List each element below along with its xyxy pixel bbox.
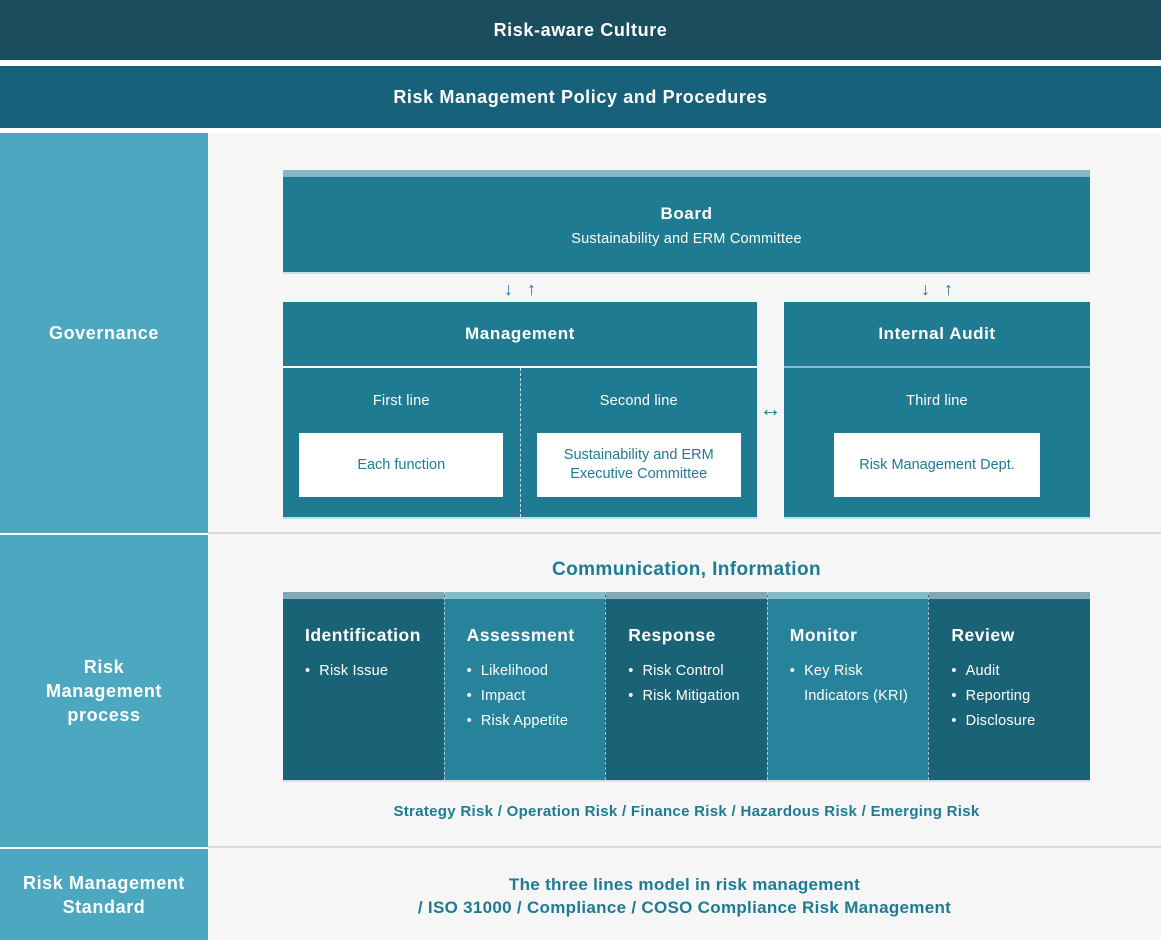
column-title: Assessment [466,625,575,645]
third-line-section: Third line Risk Management Dept. [784,368,1090,517]
banner-policy-label: Risk Management Policy and Procedures [393,86,768,107]
bullet-icon: • [466,663,472,679]
bullet-text: Risk Control [642,663,724,679]
risk-management-dept-label: Risk Management Dept. [859,456,1015,473]
each-function-label: Each function [357,456,446,473]
sidebar-governance-label: Governance [48,323,160,343]
sidebar-process-label: Risk Management process [45,657,163,725]
bullet-text: Reporting [965,688,1031,704]
bullet-icon: • [628,688,634,704]
sidebar-section-risk-management-standard: Risk Management Standard [0,849,208,940]
column-items: • Audit • Reporting • Disclosure [951,659,1082,734]
banner-risk-aware-culture-label: Risk-aware Culture [493,19,668,40]
bullet-item: • Audit [951,659,1082,684]
arrow-up-icon: ↑ [527,278,536,299]
bullet-item: • Risk Appetite [467,709,598,734]
management-title: Management [465,324,575,343]
bullet-item: • Impact [467,684,598,709]
column-title: Identification [305,625,421,645]
column-items: • Key Risk Indicators (KRI) [790,659,921,709]
bullet-icon: • [466,713,472,729]
first-line-label: First line [372,393,430,409]
process-column-assessment: Assessment • Likelihood • Impact • Risk Appet… [443,592,606,780]
first-line-section: First line Each function [283,368,520,517]
arrow-down-icon: ↓ [504,278,513,299]
column-items: • Risk Issue [305,659,436,684]
column-title: Monitor [789,625,858,645]
standard-line-2: / ISO 31000 / Compliance / COSO Complian… [417,898,952,917]
board-panel: Board Sustainability and ERM Committee [283,170,1090,272]
process-column-response: Response • Risk Control • Risk Mitigation [605,592,767,780]
board-management-arrows: ↓ ↑ [283,278,757,300]
erm-executive-committee-label: Sustainability and ERM Executive Committ… [563,447,714,482]
column-title: Response [628,625,716,645]
risk-management-dept-box: Risk Management Dept. [834,433,1040,497]
bullet-item: • Key Risk Indicators (KRI) [790,659,921,709]
bullet-icon: • [789,663,796,679]
section-divider-governance-process [208,532,1161,534]
bullet-text: Risk Mitigation [642,688,740,704]
sidebar-section-risk-management-process: Risk Management process [0,535,208,847]
sidebar-standard-label: Risk Management Standard [22,872,186,917]
bullet-icon: • [951,663,957,679]
bullet-text: Disclosure [965,713,1036,729]
board-subtitle: Sustainability and ERM Committee [571,231,802,247]
banner-policy: Risk Management Policy and Procedures [0,66,1161,128]
bullet-item: • Likelihood [467,659,598,684]
bullet-icon: • [951,688,957,704]
risk-types-line: Strategy Risk / Operation Risk / Finance… [393,803,980,820]
internal-audit-header-divider [784,366,1090,368]
process-columns: Identification • Risk Issue Assessment • L… [283,592,1090,780]
internal-audit-panel: Internal Audit Third line Risk Managemen… [784,302,1090,517]
arrow-down-icon: ↓ [921,278,930,299]
second-line-section: Second line Sustainability and ERM Execu… [519,368,758,517]
bullet-text: Risk Issue [319,663,389,679]
internal-audit-title: Internal Audit [878,324,996,343]
arrow-up-icon: ↑ [944,278,953,299]
management-header-divider [283,366,757,368]
bullet-item: • Risk Control [628,659,759,684]
bullet-item: • Risk Issue [305,659,436,684]
bullet-item: • Risk Mitigation [628,684,759,709]
bullet-item: • Disclosure [951,709,1082,734]
sidebar-section-governance: Governance [0,133,208,533]
banner-risk-aware-culture: Risk-aware Culture [0,0,1161,60]
process-column-identification: Identification • Risk Issue [283,592,444,780]
board-internal-audit-arrows: ↓ ↑ [784,278,1090,300]
column-title: Review [951,625,1015,645]
board-title: Board [660,204,713,223]
erm-executive-committee-box: Sustainability and ERM Executive Committ… [536,433,741,497]
process-column-review: Review • Audit • Reporting • Disclosure [928,592,1090,780]
bullet-item: • Reporting [951,684,1082,709]
section-divider-process-standard [208,846,1161,848]
each-function-box: Each function [299,433,504,497]
third-line-label: Third line [906,393,968,409]
bullet-icon: • [305,663,311,679]
column-items: • Likelihood • Impact • Risk Appetite [467,659,598,734]
communication-information-heading: Communication, Information [551,559,821,580]
bullet-text: Risk Appetite [480,713,569,729]
bullet-icon: • [951,713,957,729]
bullet-text: Impact [480,688,526,704]
arrow-left-right-icon: ↔ [759,396,782,421]
management-panel: Management First line Each function Seco… [283,302,757,517]
bullet-text: Likelihood [480,663,549,679]
bullet-icon: • [628,663,634,679]
bullet-icon: • [466,688,472,704]
bullet-text: Audit [965,663,1000,679]
column-items: • Risk Control • Risk Mitigation [628,659,759,709]
process-column-monitor: Monitor • Key Risk Indicators (KRI) [766,592,929,780]
bullet-text: Key Risk Indicators (KRI) [804,663,908,704]
management-internal-audit-arrow: ↔ [755,396,786,422]
standard-line-1: The three lines model in risk management [508,875,861,894]
risk-management-standard-text: The three lines model in risk management… [208,873,1161,919]
second-line-label: Second line [599,393,678,409]
